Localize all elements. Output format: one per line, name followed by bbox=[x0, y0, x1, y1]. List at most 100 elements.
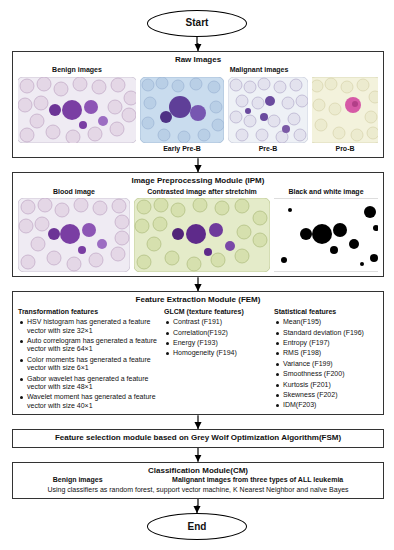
image-shape bbox=[345, 97, 361, 113]
feature-item: Smoothness (F200) bbox=[283, 370, 378, 378]
image-shape bbox=[18, 98, 32, 112]
bullet-item: Skewness (F202) bbox=[274, 391, 378, 399]
feature-item: Contrast (F191) bbox=[173, 318, 268, 326]
image-shape bbox=[187, 257, 201, 271]
blood-smear-image bbox=[312, 77, 378, 143]
contrasted-image bbox=[134, 198, 270, 272]
image-slot bbox=[274, 198, 378, 272]
image-shape bbox=[111, 247, 125, 261]
bullet-dot bbox=[20, 378, 23, 381]
bullet-dot bbox=[166, 352, 169, 355]
bullet-item: IDM(F203) bbox=[274, 401, 378, 409]
image-shape bbox=[160, 111, 172, 123]
column-heading: GLCM (texture features) bbox=[164, 308, 268, 316]
image-shape bbox=[230, 78, 308, 143]
image-shape bbox=[21, 200, 35, 214]
bullet-dot bbox=[276, 342, 279, 345]
image-shape bbox=[142, 79, 154, 91]
feature-item: Auto correlogram has generated a feature… bbox=[27, 337, 158, 354]
image-shape bbox=[237, 225, 251, 239]
image-shape bbox=[329, 103, 341, 115]
bullet-item: Contrast (F191) bbox=[164, 318, 268, 326]
bullet-dot bbox=[20, 340, 23, 343]
image-shape bbox=[140, 77, 224, 143]
image-shape bbox=[260, 113, 268, 121]
bullet-item: Variance (F199) bbox=[274, 360, 378, 368]
image-shape bbox=[172, 80, 184, 92]
image-shape bbox=[122, 108, 136, 122]
image-shape bbox=[193, 198, 207, 212]
bullet-dot bbox=[276, 384, 279, 387]
image-label: Early Pre-B bbox=[140, 145, 224, 153]
image-shape bbox=[281, 206, 378, 266]
feature-item: Variance (F199) bbox=[283, 360, 378, 368]
box-title: Image Preprocessing Module (IPM) bbox=[18, 176, 378, 186]
image-shape bbox=[235, 249, 249, 263]
image-shape bbox=[288, 208, 292, 212]
image-shape bbox=[135, 219, 149, 233]
image-shape bbox=[98, 116, 108, 126]
bullet-item: Gabor wavelet has generated a feature ve… bbox=[18, 375, 158, 392]
image-shape bbox=[137, 200, 151, 214]
image-shape bbox=[367, 127, 378, 139]
image-shape bbox=[208, 81, 220, 93]
image-shape bbox=[142, 77, 224, 143]
image-shape bbox=[256, 129, 268, 141]
bullet-item: Entropy (F197) bbox=[274, 339, 378, 347]
image-shape bbox=[124, 91, 136, 105]
bullet-item: Kurtosis (F201) bbox=[274, 381, 378, 389]
image-shape bbox=[204, 248, 212, 256]
column-heading: Blood image bbox=[18, 188, 130, 196]
image-shape bbox=[282, 97, 294, 109]
feature-item: Mean(F195) bbox=[283, 318, 378, 326]
column-heading: Benign images bbox=[18, 66, 136, 74]
image-shape bbox=[333, 127, 345, 139]
flow-arrow bbox=[197, 415, 198, 429]
image-shape bbox=[312, 80, 323, 92]
image-shape bbox=[211, 253, 225, 267]
classifier-note: Using classifiers as random forest, supp… bbox=[18, 486, 378, 494]
blood-smear-image bbox=[18, 198, 130, 272]
terminal-label: Start bbox=[186, 17, 209, 29]
image-shape bbox=[370, 254, 378, 262]
terminal-oval: End bbox=[147, 513, 247, 540]
image-shape bbox=[274, 198, 378, 272]
bullet-dot bbox=[166, 342, 169, 345]
image-shape bbox=[315, 119, 327, 131]
image-shape bbox=[313, 99, 325, 111]
bullet-dot bbox=[276, 373, 279, 376]
image-slot bbox=[312, 77, 378, 143]
box-title: Classification Module(CM) bbox=[18, 466, 378, 476]
image-shape bbox=[312, 78, 378, 141]
image-shape bbox=[134, 198, 270, 272]
column-heading: Black and white image bbox=[274, 188, 378, 196]
image-shape bbox=[153, 217, 167, 231]
image-shape bbox=[230, 79, 242, 91]
feature-item: RMS (F198) bbox=[283, 349, 378, 357]
module-box: Classification Module(CM)Benign imagesMa… bbox=[12, 462, 384, 499]
feature-item: IDM(F203) bbox=[283, 401, 378, 409]
image-shape bbox=[364, 206, 376, 218]
bullet-item: Standard deviation (F196) bbox=[274, 329, 378, 337]
image-shape bbox=[154, 198, 168, 212]
image-shape bbox=[156, 77, 168, 89]
image-shape bbox=[290, 79, 302, 91]
image-shape bbox=[300, 228, 312, 240]
image-shape bbox=[165, 251, 179, 265]
image-shape bbox=[312, 77, 378, 143]
image-shape bbox=[19, 219, 33, 233]
image-shape bbox=[144, 97, 156, 109]
image-shape bbox=[142, 117, 154, 129]
image-shape bbox=[47, 251, 61, 265]
feature-item: Entropy (F197) bbox=[283, 339, 378, 347]
image-shape bbox=[18, 77, 136, 143]
bullet-dot bbox=[276, 332, 279, 335]
image-shape bbox=[230, 111, 242, 123]
image-shape bbox=[79, 121, 87, 129]
image-shape bbox=[357, 79, 369, 91]
image-shape bbox=[235, 199, 249, 213]
image-shape bbox=[20, 79, 34, 93]
bullet-dot bbox=[20, 396, 23, 399]
image-shape bbox=[19, 198, 129, 271]
image-shape bbox=[369, 91, 378, 103]
